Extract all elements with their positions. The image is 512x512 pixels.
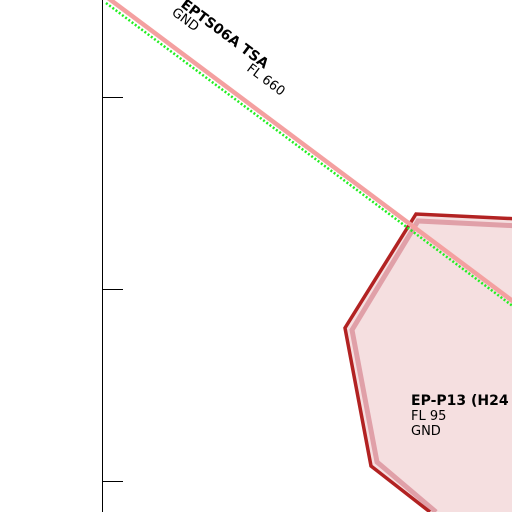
ep-p13-fill (345, 214, 512, 512)
tsa-dotted-line (105, 1, 512, 308)
ep-p13-area[interactable] (343, 212, 512, 512)
scale-bar (102, 0, 123, 512)
ep-p13-border (343, 212, 512, 512)
tsa-border-line (106, 0, 512, 304)
ep-p13-inner-border (349, 218, 512, 512)
epts06a-tsa-boundary[interactable] (105, 0, 512, 308)
p13-upper-label: FL 95 (411, 409, 446, 424)
p13-name-label: EP-P13 (H24 (411, 393, 509, 409)
p13-lower-label: GND (411, 424, 441, 439)
